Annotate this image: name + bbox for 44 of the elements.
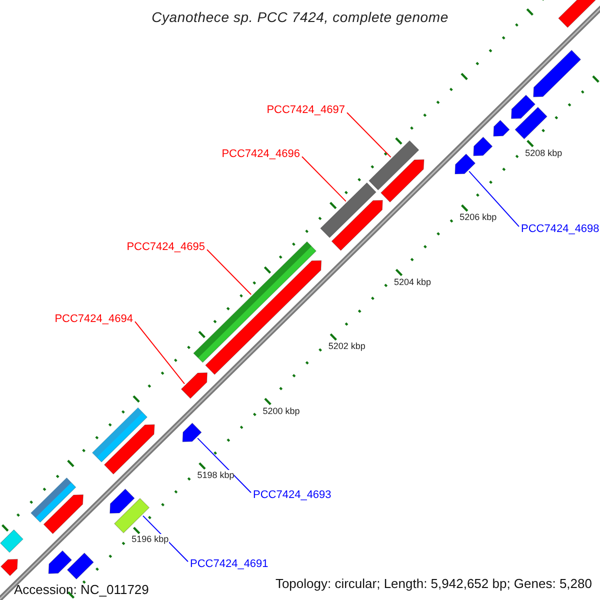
gene-feature [510,94,536,119]
gene-feature [104,424,155,475]
gene-feature [182,422,202,442]
gene-label: PCC7424_4695 [126,241,205,253]
gene-label: PCC7424_4694 [54,313,133,325]
leader-line [134,321,185,384]
gene-feature [331,200,383,251]
title: Cyanothece sp. PCC 7424, complete genome [150,9,450,25]
gene-feature [48,550,72,574]
scale-label: 5208 kbp [525,148,562,158]
accession-label: Accession: NC_011729 [14,582,149,597]
gene-feature [180,372,208,399]
leader-line [197,438,252,494]
scale-label: 5198 kbp [197,470,234,480]
gene-label: PCC7424_4691 [190,558,268,570]
gene-feature [454,154,476,174]
scale-label: 5200 kbp [262,406,300,416]
gene-bar [514,106,548,140]
leader-line [346,112,392,158]
gene-bar [114,498,150,534]
gene-feature [493,120,510,137]
gene-label: PCC7424_4696 [222,148,300,160]
scale-label: 5196 kbp [132,534,169,544]
leader-line [302,156,346,202]
gene-feature [205,260,322,375]
leader-line [468,170,520,228]
genome-summary: Topology: circular; Length: 5,942,652 bp; Genes: 5,280 [275,576,592,591]
gene-label: PCC7424_4693 [253,489,332,501]
gene-feature [43,494,84,534]
scale-label: 5202 kbp [328,341,366,352]
gene-label: PCC7424_4698 [521,223,600,235]
gene-feature [110,488,135,514]
leader-line [206,249,252,295]
gene-label: PCC7424_4697 [266,104,345,116]
scale-label: 5206 kbp [460,212,497,222]
gene-bar [320,182,376,238]
gene-feature [533,50,582,98]
gene-feature [473,136,493,156]
scale-label: 5204 kbp [394,276,432,287]
gene-bar [66,552,94,580]
gene-feature [0,558,18,576]
gene-bar [368,140,420,190]
gene-feature [380,159,424,203]
gene-bar [0,529,24,553]
